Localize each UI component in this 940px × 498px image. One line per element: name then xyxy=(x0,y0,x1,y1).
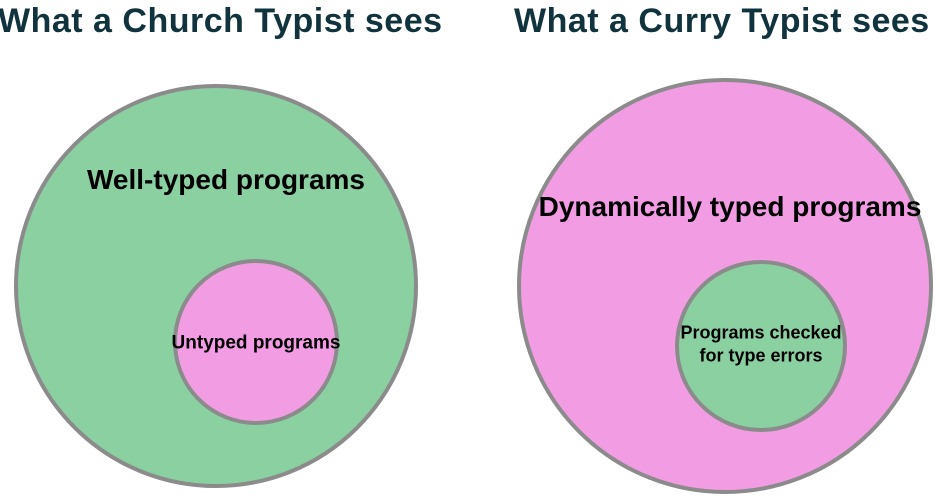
curry-outer-circle-label: Dynamically typed programs xyxy=(538,191,922,223)
curry-inner-circle xyxy=(675,260,847,432)
church-panel-title: What a Church Typist sees xyxy=(0,2,443,40)
curry-panel-title: What a Curry Typist sees xyxy=(514,2,930,40)
church-outer-circle-label: Well-typed programs xyxy=(87,164,365,196)
church-inner-circle-label: Untyped programs xyxy=(171,332,341,354)
church-inner-circle xyxy=(173,259,339,425)
curry-inner-circle-label: Programs checked for type errors xyxy=(680,322,842,366)
